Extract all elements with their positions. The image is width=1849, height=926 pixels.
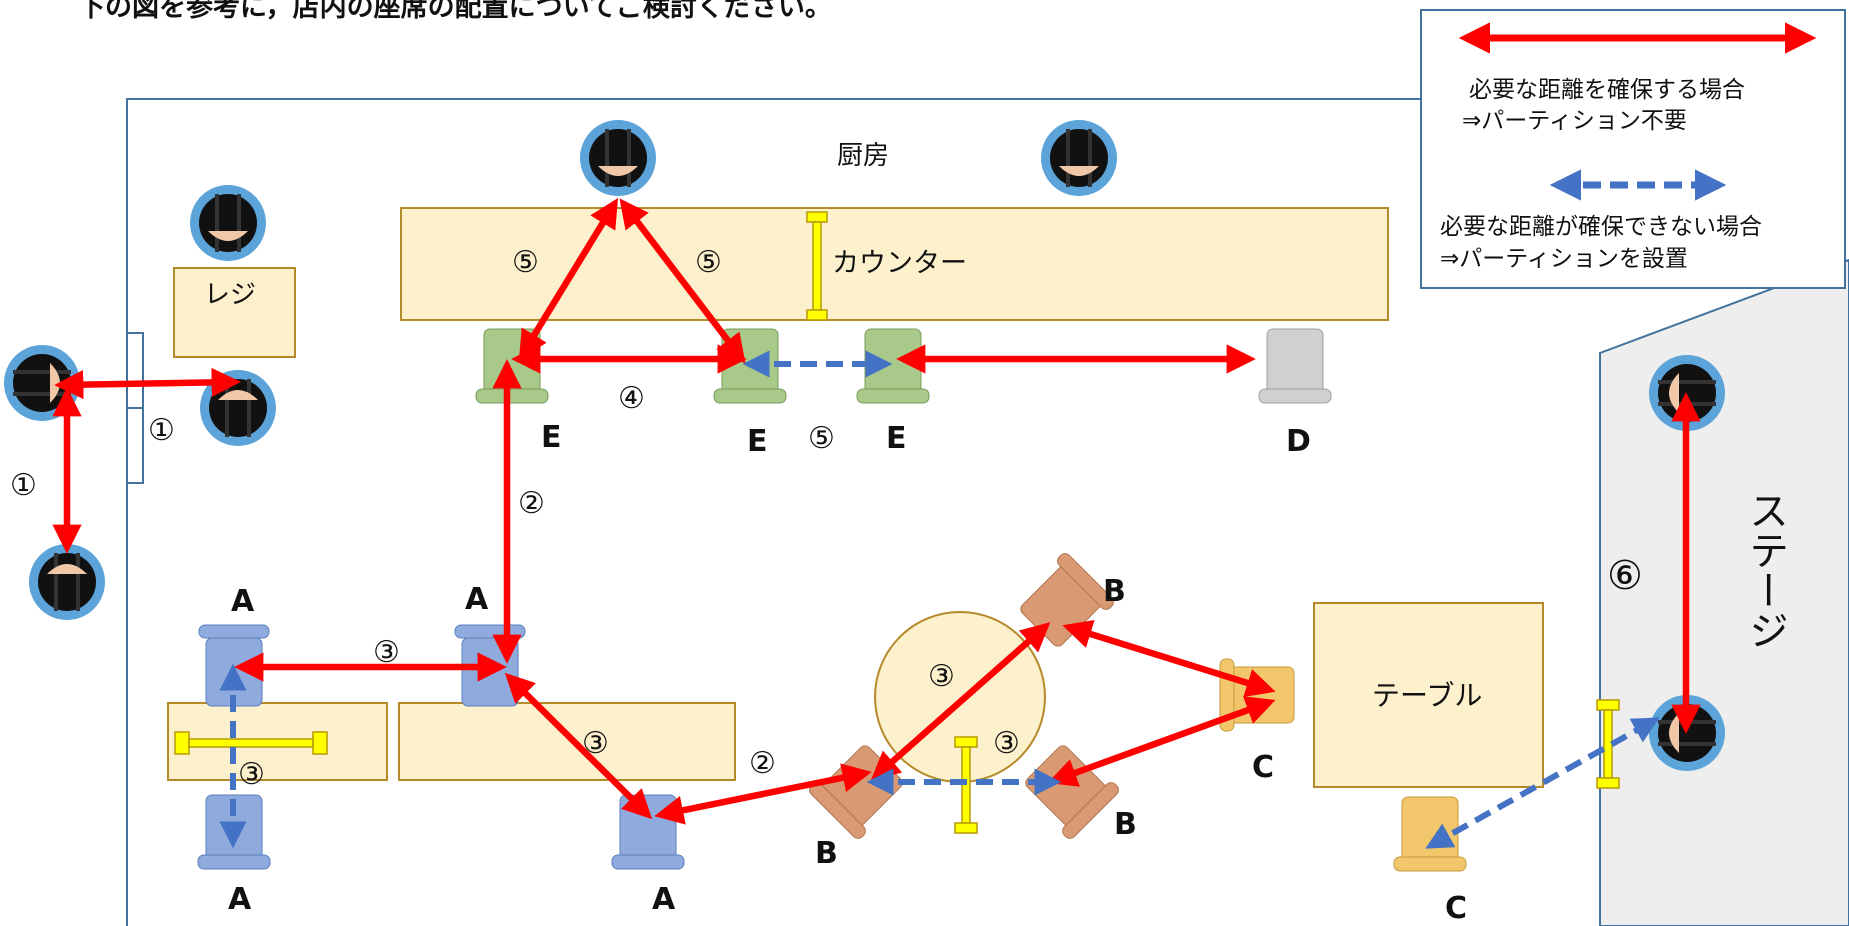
chair-a4 [611, 794, 685, 870]
partition-table-left [174, 731, 328, 755]
room-wall [126, 98, 1420, 926]
register-label: レジ [204, 280, 256, 310]
mark-6: ⑥ [1607, 553, 1643, 599]
kitchen-label: 厨房 [837, 141, 889, 171]
seat-label-c2: C [1445, 891, 1467, 926]
seat-label-b2: B [815, 836, 838, 871]
table-middle [398, 702, 736, 781]
mark-2a: ② [518, 486, 545, 521]
legend-red-text2: ⇒パーティション不要 [1462, 108, 1687, 134]
mark-3a: ③ [373, 635, 400, 670]
table-label: テーブル [1372, 679, 1482, 712]
arrow-5-right [619, 198, 746, 364]
seat-label-b1: B [1103, 574, 1126, 609]
mark-4: ④ [618, 381, 645, 416]
seat-label-e3: E [886, 421, 907, 456]
partition-counter [806, 211, 828, 321]
person-queue [29, 544, 105, 620]
legend-blue-text1: 必要な距離が確保できない場合 [1440, 214, 1762, 240]
red-arrows [52, 198, 1701, 825]
legend: 必要な距離を確保する場合 ⇒パーティション不要 必要な距離が確保できない場合 ⇒… [1420, 9, 1846, 289]
chair-b3 [1025, 745, 1119, 839]
mark-1a: ① [148, 413, 175, 448]
counter-label: カウンター [832, 248, 967, 279]
arrow-2-a-b [654, 763, 872, 825]
seat-label-e1: E [541, 420, 562, 455]
legend-blue-text2: ⇒パーティションを設置 [1440, 246, 1688, 272]
chair-b2 [809, 745, 903, 839]
seat-label-e2: E [747, 424, 768, 459]
mark-3c: ③ [582, 726, 609, 761]
instruction-text: 下の図を参考に，店内の座席の配置についてご検討ください。 [78, 0, 832, 23]
register [173, 267, 296, 358]
arrow-3-diag-b [870, 622, 1051, 781]
arrow-b-c-bottom [1047, 696, 1276, 787]
chair-c1 [1219, 658, 1295, 732]
mark-3e: ③ [993, 726, 1020, 761]
mark-3b: ③ [238, 757, 265, 792]
arrow-3-diag-a [504, 672, 653, 820]
legend-red-text1: 必要な距離を確保する場合 [1469, 77, 1745, 103]
mark-5c: ⑤ [808, 421, 835, 456]
blue-arrows [219, 350, 1660, 849]
stage-label: ステージ [1742, 490, 1788, 650]
arrow-blue-stage [1425, 717, 1660, 849]
arrow-5-left [518, 198, 619, 360]
person-kitchen-right [1041, 120, 1117, 196]
seat-label-c1: C [1252, 750, 1274, 785]
mark-5a: ⑤ [512, 245, 539, 280]
seat-label-a1: A [231, 584, 255, 619]
mark-3d: ③ [928, 659, 955, 694]
mark-2b: ② [749, 746, 776, 781]
person-register-staff [190, 185, 266, 261]
person-kitchen-left [580, 120, 656, 196]
seat-label-a4: A [652, 882, 676, 917]
seat-label-b3: B [1114, 807, 1137, 842]
seat-label-a3: A [228, 882, 252, 917]
arrow-b-c-top [1062, 620, 1276, 697]
seat-label-a2: A [465, 582, 489, 617]
mark-1b: ① [10, 468, 37, 503]
seat-label-d1: D [1286, 424, 1311, 459]
distance-marks: ① ① ⑤ ⑤ ⑤ ④ ② ② ③ ③ ③ ③ ③ ⑥ [10, 245, 1643, 792]
chair-e1 [475, 328, 549, 404]
chair-d1 [1258, 328, 1332, 404]
arrow-1-horizontal [54, 367, 241, 400]
mark-5b: ⑤ [695, 245, 722, 280]
